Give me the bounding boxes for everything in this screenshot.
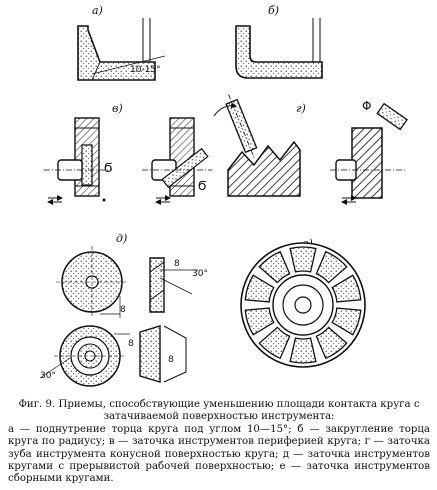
panel-e-segment [289,337,317,364]
panel-g: г) Φ [213,94,408,205]
panel-e-segment [258,326,291,360]
panel-a-label: а) [92,4,103,17]
panel-d-label: д) [116,232,127,245]
panel-v: в) Ϭ Ϭ [44,102,212,205]
panel-e-segment [331,307,362,336]
panel-e-segment [244,274,275,303]
panel-d-wheel-side-2 [139,325,161,383]
figure-drawing: а) 10-15° б) в) Ϭ [39,4,408,387]
panel-b-wheel-section [235,25,323,79]
panel-e-segment [315,250,348,284]
panel-e-segment [244,307,275,336]
panel-d-wheel-side-1 [149,257,165,313]
caption-title: Фиг. 9. Приемы, способствующие уменьшени… [18,399,420,423]
panel-v-wheel-2 [161,147,209,189]
panel-d-dim-2: 8 [174,259,180,269]
panel-d-angle-2: 30° [40,371,56,381]
figure-caption: Фиг. 9. Приемы, способствующие уменьшени… [8,399,430,486]
panel-e-segment [331,274,362,303]
panel-d-dim-4: 8 [168,355,174,365]
panel-e-segment [315,326,348,360]
panel-e: е) [240,237,366,368]
panel-b-label: б) [268,4,279,17]
panel-a-angle: 10-15° [130,65,161,75]
panel-g-label: г) [296,102,306,115]
panel-a-angle-leader [91,55,166,75]
caption-body: а — поднутрение торца круга под углом 10… [8,423,430,485]
panel-b: б) [235,4,323,79]
panel-v-rotation-icon-2: Ϭ [198,179,206,193]
panel-v-label: в) [112,102,123,115]
panel-a-undercut-line [91,61,101,81]
panel-v-wheel-1 [81,144,93,186]
panel-d-angle-1: 30° [192,269,208,279]
panel-g-workpiece [227,140,301,197]
panel-e-bore [294,296,312,314]
panel-d-dim-1: 8 [120,305,126,315]
panel-g-cutter [351,127,383,199]
panel-v-rotation-icon: Ϭ [104,161,112,175]
panel-e-segments [244,246,362,364]
panel-a: а) 10-15° [77,4,166,81]
panel-d-dim-3: 8 [128,339,134,349]
panel-g-rotation-icon: Φ [362,99,371,113]
panel-g-wheel-2 [376,102,408,131]
panel-d: д) 8 8 30° 30° 8 8 [39,232,208,387]
panel-e-segment [258,250,291,284]
panel-e-segment [289,246,317,273]
panel-a-wheel-section [77,25,156,81]
